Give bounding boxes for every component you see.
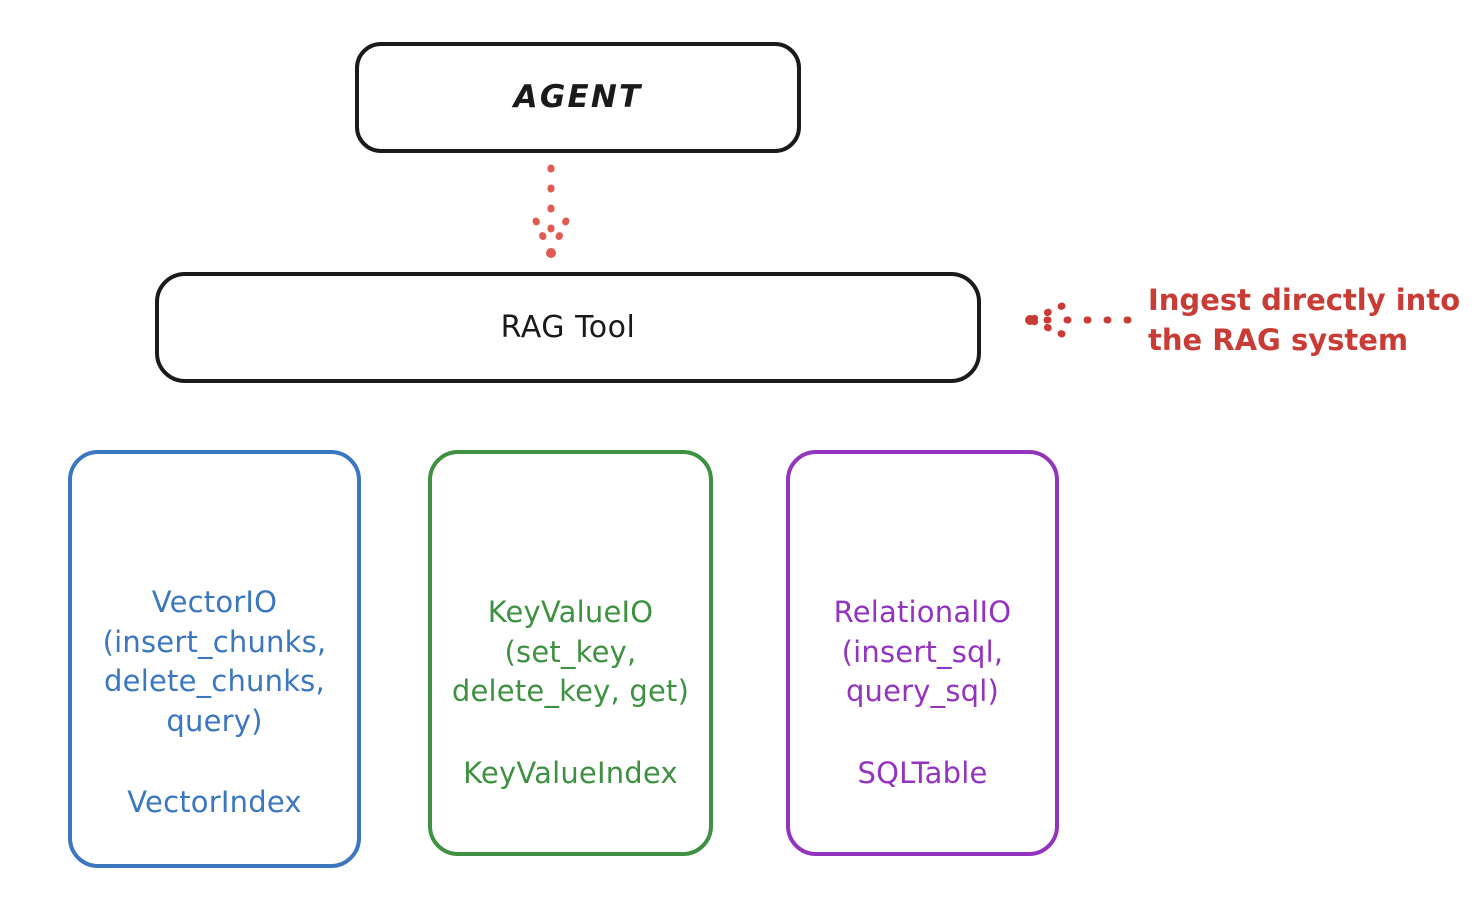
relational-io-node[interactable]: RelationalIO (insert_sql, query_sql) SQL… (786, 450, 1059, 856)
vector-io-node[interactable]: VectorIO (insert_chunks, delete_chunks, … (68, 450, 361, 868)
agent-node[interactable]: AGENT (355, 42, 801, 153)
relational-io-node-text: RelationalIO (insert_sql, query_sql) SQL… (834, 454, 1012, 833)
key-value-io-node[interactable]: KeyValueIO (set_key, delete_key, get) Ke… (428, 450, 713, 856)
connector-ingest-to-rag-tool (1025, 302, 1132, 338)
key-value-io-node-text: KeyValueIO (set_key, delete_key, get) Ke… (452, 454, 689, 833)
ingest-annotation-label: Ingest directly into the RAG system (1148, 283, 1461, 358)
agent-node-label: AGENT (513, 79, 643, 116)
vector-io-api-label: VectorIO (insert_chunks, delete_chunks, … (102, 585, 327, 738)
connector-agent-to-rag-tool (532, 164, 570, 258)
relational-io-index-label: SQLTable (857, 755, 988, 790)
rag-tool-node-label: RAG Tool (500, 309, 636, 345)
vector-io-node-text: VectorIO (insert_chunks, delete_chunks, … (103, 454, 327, 862)
key-value-io-index-label: KeyValueIndex (463, 755, 678, 790)
key-value-io-api-label: KeyValueIO (set_key, delete_key, get) (451, 595, 690, 709)
relational-io-api-label: RelationalIO (insert_sql, query_sql) (833, 595, 1012, 709)
rag-tool-node[interactable]: RAG Tool (155, 272, 981, 383)
vector-io-index-label: VectorIndex (127, 785, 302, 820)
